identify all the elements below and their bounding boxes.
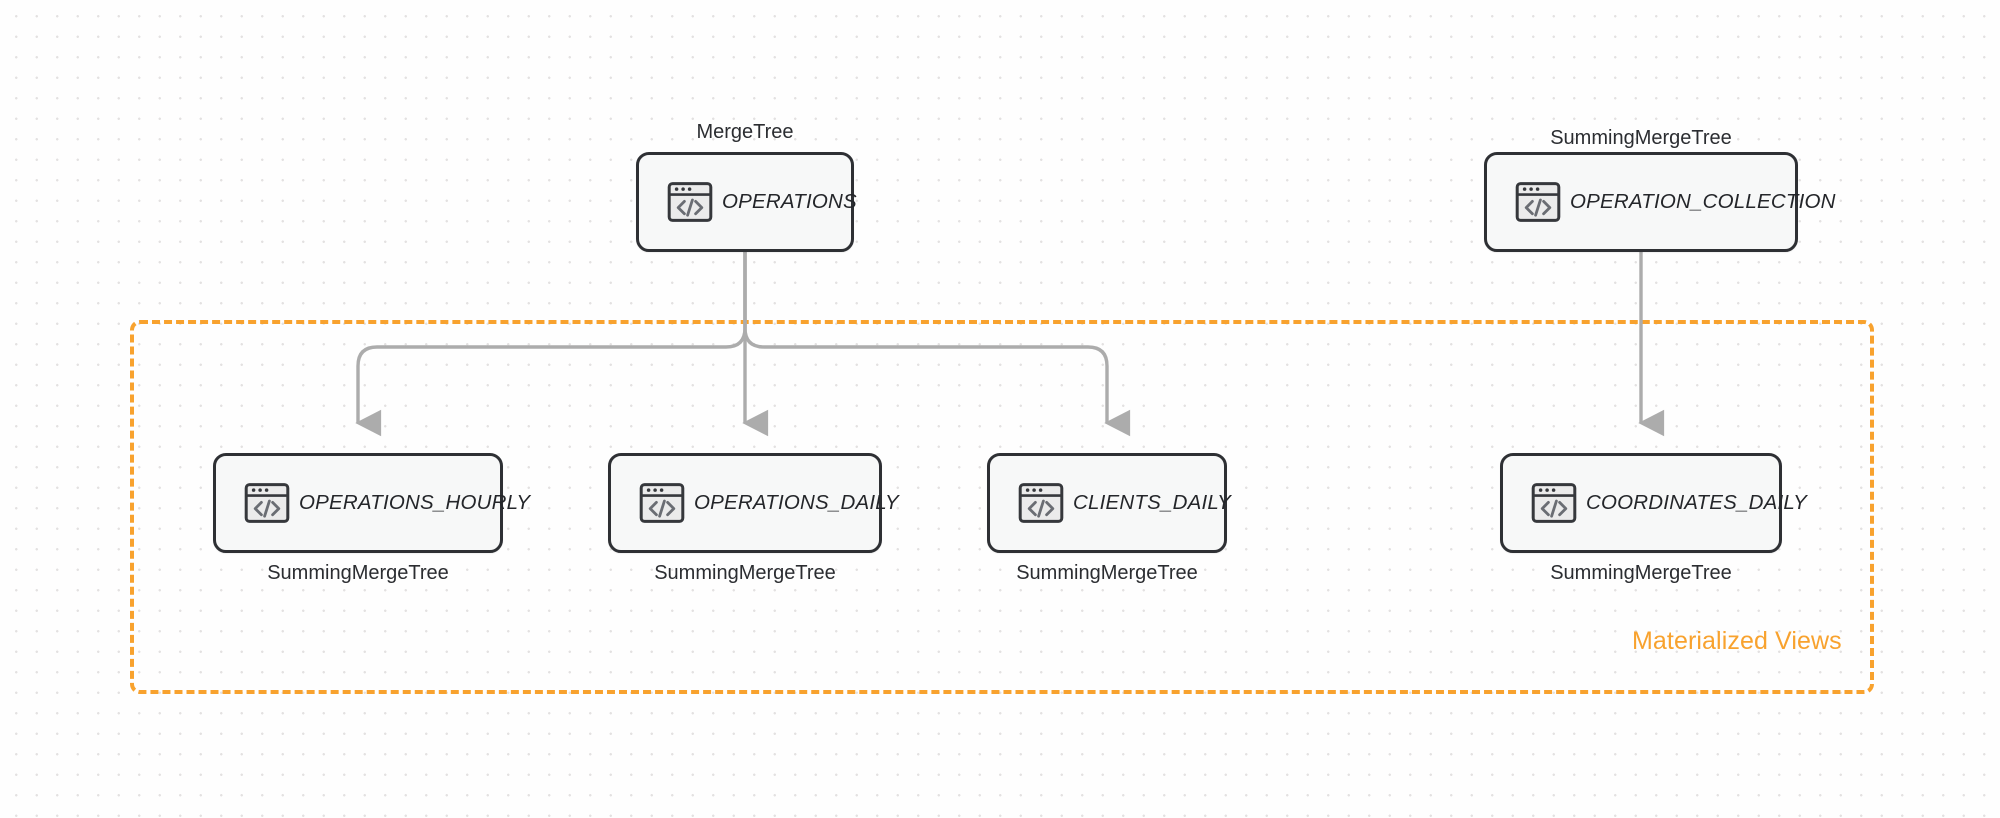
node-operations-hourly-label: OPERATIONS_HOURLY	[299, 491, 531, 514]
caption-operations-hourly-engine: SummingMergeTree	[267, 562, 449, 584]
node-clients-daily[interactable]: CLIENTS_DAILY	[987, 453, 1231, 553]
node-coordinates-daily[interactable]: COORDINATES_DAILY	[1500, 453, 1807, 553]
caption-clients-daily-engine: SummingMergeTree	[1016, 562, 1198, 584]
node-operation-collection-label: OPERATION_COLLECTION	[1570, 190, 1836, 213]
node-operation-collection[interactable]: OPERATION_COLLECTION	[1484, 152, 1835, 252]
code-window-icon	[666, 178, 714, 226]
caption-operation-collection-engine: SummingMergeTree	[1550, 127, 1732, 149]
caption-operations-daily-engine: SummingMergeTree	[654, 562, 836, 584]
code-window-icon	[1530, 479, 1578, 527]
code-window-icon	[243, 479, 291, 527]
caption-operations-engine: MergeTree	[696, 121, 794, 143]
code-window-icon	[1017, 479, 1065, 527]
node-coordinates-daily-label: COORDINATES_DAILY	[1586, 491, 1807, 514]
node-clients-daily-label: CLIENTS_DAILY	[1073, 491, 1231, 514]
node-operations-daily-label: OPERATIONS_DAILY	[694, 491, 899, 514]
node-operations-hourly[interactable]: OPERATIONS_HOURLY	[213, 453, 530, 553]
node-operations[interactable]: OPERATIONS	[636, 152, 857, 252]
node-operations-label: OPERATIONS	[722, 190, 857, 213]
materialized-views-group-label: Materialized Views	[1632, 627, 1842, 655]
caption-coordinates-daily-engine: SummingMergeTree	[1550, 562, 1732, 584]
code-window-icon	[1514, 178, 1562, 226]
code-window-icon	[638, 479, 686, 527]
node-operations-daily[interactable]: OPERATIONS_DAILY	[608, 453, 899, 553]
